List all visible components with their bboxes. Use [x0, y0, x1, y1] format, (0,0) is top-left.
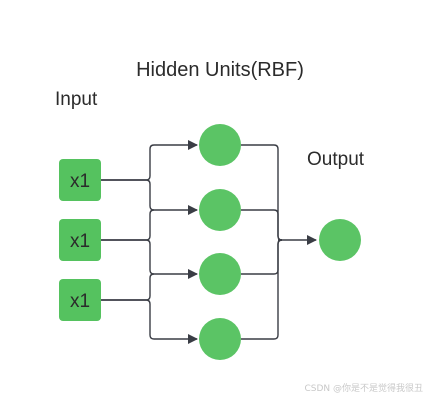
hidden-output-edges — [241, 144, 317, 340]
input-box — [59, 219, 101, 261]
input-node-label: x1 — [70, 291, 90, 312]
hidden-unit-3 — [199, 253, 241, 295]
diagram-title: Hidden Units(RBF) — [136, 59, 304, 81]
input-node-3: x1 — [59, 279, 101, 321]
input-node-1: x1 — [59, 159, 101, 201]
edge-inputs-to-hidden-4 — [101, 299, 198, 344]
output-label: Output — [307, 149, 365, 170]
edge-input-3-trunk — [101, 273, 155, 301]
edge-hidden-4-to-output — [241, 239, 283, 340]
output-unit — [319, 219, 361, 261]
input-node-label: x1 — [70, 171, 90, 192]
input-node-label: x1 — [70, 231, 90, 252]
input-box — [59, 159, 101, 201]
input-label: Input — [55, 89, 98, 110]
hidden-unit-1 — [199, 124, 241, 166]
edge-hidden-2-to-output — [241, 209, 283, 241]
edge-hidden-3-to-output — [241, 239, 283, 275]
watermark: CSDN @你是不是觉得我很丑 — [304, 382, 423, 394]
edge-input-2-trunk — [101, 209, 155, 241]
edge-inputs-to-hidden-3 — [101, 239, 198, 279]
hidden-unit-2 — [199, 189, 241, 231]
input-node-2: x1 — [59, 219, 101, 261]
edge-inputs-to-hidden-1 — [101, 140, 198, 181]
hidden-unit-4 — [199, 318, 241, 360]
input-hidden-edges — [101, 140, 198, 344]
input-box — [59, 279, 101, 321]
edge-hidden-1-to-output — [241, 144, 283, 241]
edge-inputs-to-hidden-2 — [101, 179, 198, 215]
